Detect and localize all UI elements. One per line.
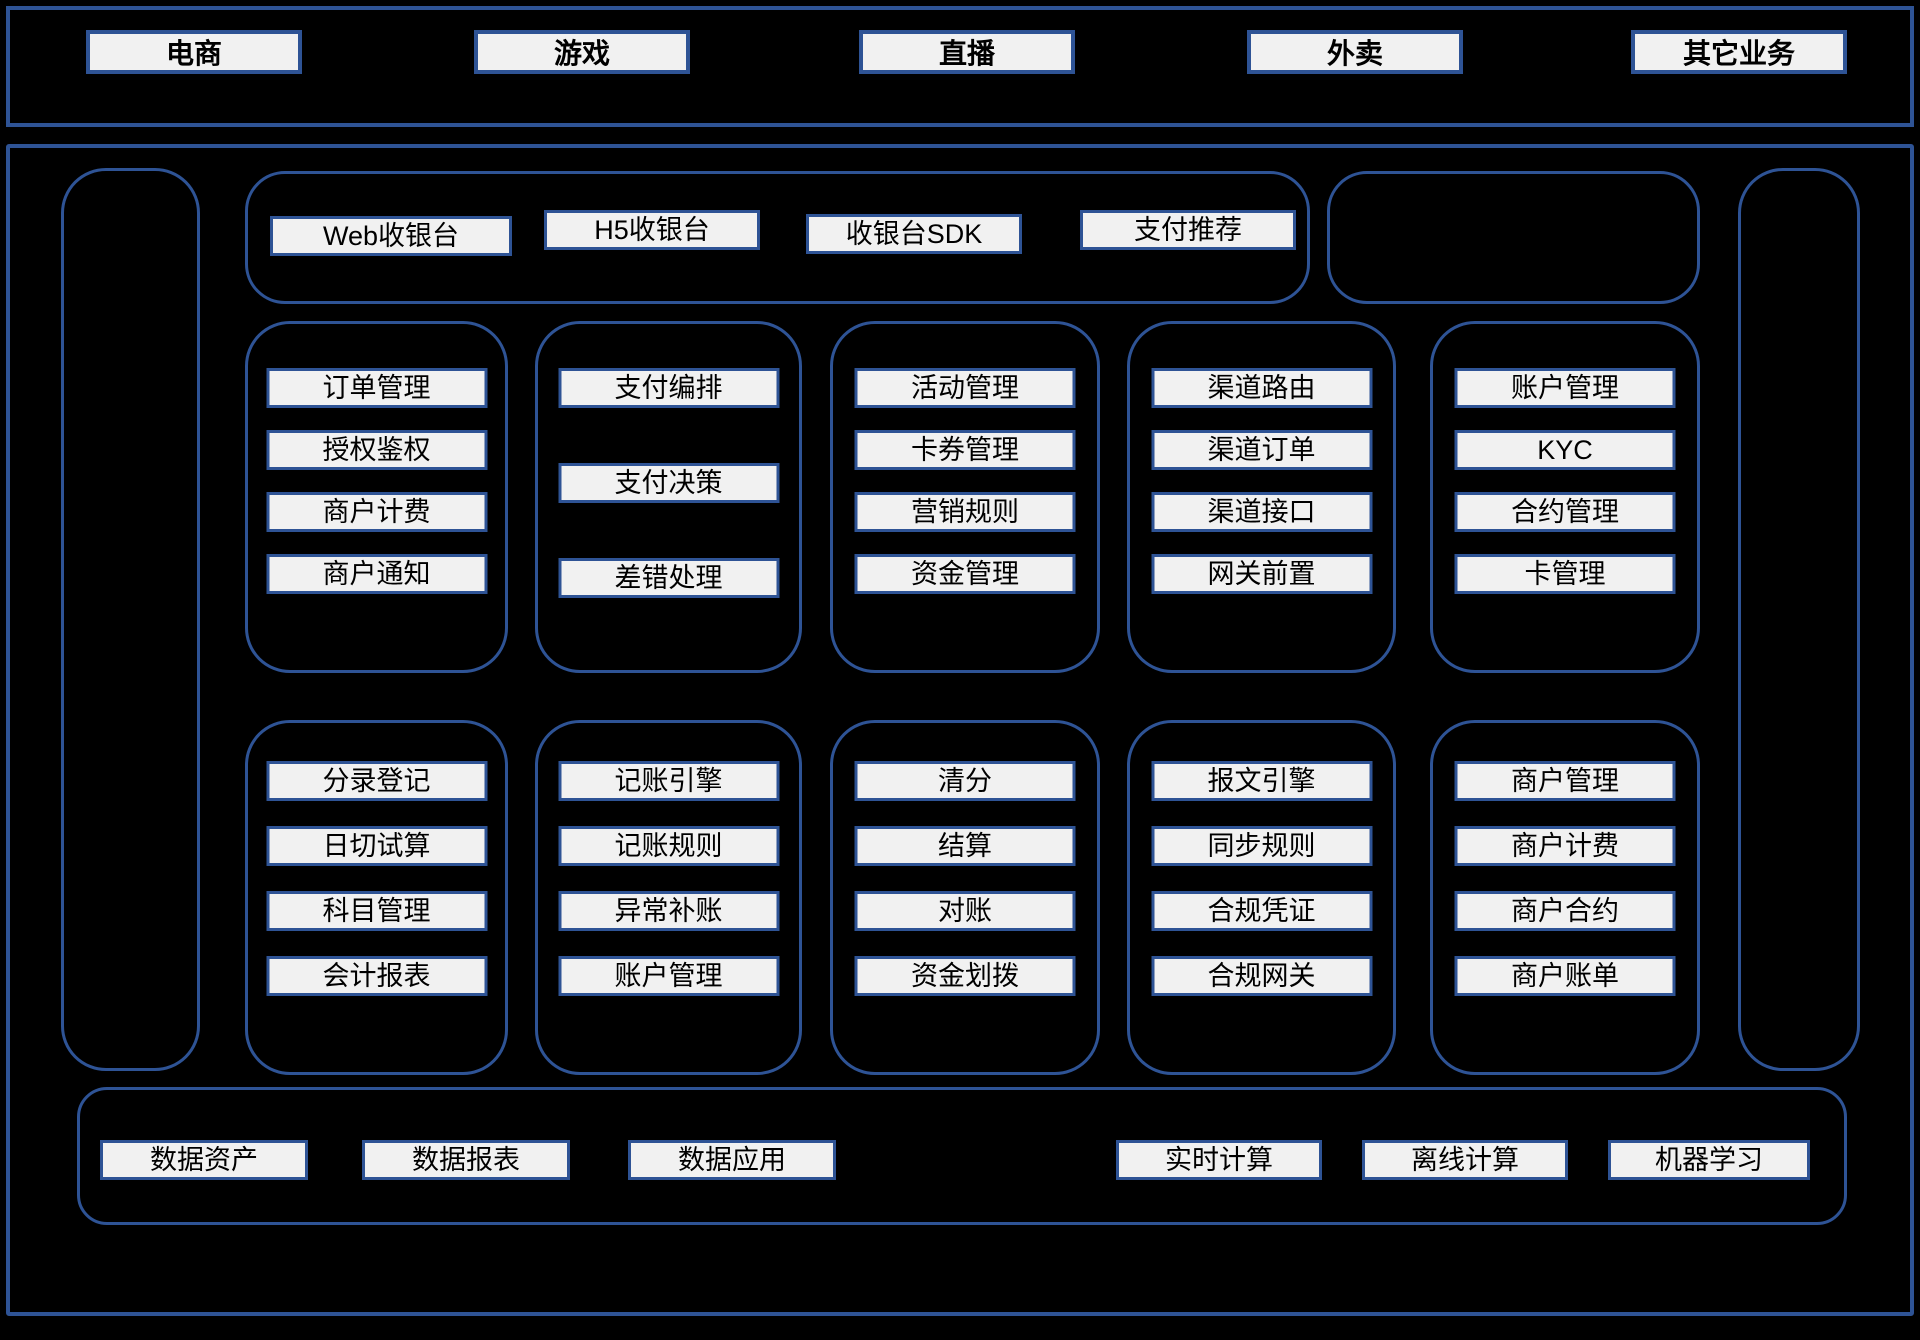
business-box-live-streaming: 直播 <box>859 30 1075 74</box>
payment-group-engine: 支付编排 支付决策 差错处理 <box>535 321 802 673</box>
accounting-group-ledger: 分录登记 日切试算 科目管理 会计报表 <box>245 720 508 1075</box>
business-box-food-delivery: 外卖 <box>1247 30 1463 74</box>
accounting-group-clearing: 清分 结算 对账 资金划拨 <box>830 720 1100 1075</box>
box-merchant-management: 商户管理 <box>1454 761 1676 801</box>
box-merchant-billing-2: 商户计费 <box>1454 826 1676 866</box>
box-reconciliation: 对账 <box>854 891 1076 931</box>
box-sync-rules: 同步规则 <box>1151 826 1372 866</box>
box-accounting-reports: 会计报表 <box>266 956 487 996</box>
payment-group-order: 订单管理 授权鉴权 商户计费 商户通知 <box>245 321 508 673</box>
box-merchant-notification: 商户通知 <box>266 554 487 594</box>
box-daily-cutoff-trial: 日切试算 <box>266 826 487 866</box>
data-layer-band: 数据资产 数据报表 数据应用 实时计算 离线计算 机器学习 <box>77 1087 1847 1225</box>
box-merchant-bill: 商户账单 <box>1454 956 1676 996</box>
payment-group-marketing: 活动管理 卡券管理 营销规则 资金管理 <box>830 321 1100 673</box>
box-channel-routing: 渠道路由 <box>1151 368 1372 408</box>
box-merchant-contract: 商户合约 <box>1454 891 1676 931</box>
box-kyc: KYC <box>1454 430 1676 470</box>
empty-top-right-group <box>1327 171 1700 304</box>
right-pillar <box>1738 168 1860 1071</box>
business-box-other-business: 其它业务 <box>1631 30 1847 74</box>
box-compliance-gateway: 合规网关 <box>1151 956 1372 996</box>
box-data-assets: 数据资产 <box>100 1140 308 1180</box>
accounting-group-bookkeeping: 记账引擎 记账规则 异常补账 账户管理 <box>535 720 802 1075</box>
box-h5-cashier: H5收银台 <box>544 210 760 250</box>
box-data-reports: 数据报表 <box>362 1140 570 1180</box>
box-merchant-billing: 商户计费 <box>266 492 487 532</box>
box-payment-recommendation: 支付推荐 <box>1080 210 1296 250</box>
box-bookkeeping-engine: 记账引擎 <box>558 761 779 801</box>
box-message-engine: 报文引擎 <box>1151 761 1372 801</box>
left-pillar <box>61 168 200 1071</box>
box-payment-orchestration: 支付编排 <box>558 368 779 408</box>
business-box-gaming: 游戏 <box>474 30 690 74</box>
box-channel-order: 渠道订单 <box>1151 430 1372 470</box>
box-web-cashier: Web收银台 <box>270 216 512 256</box>
box-compliance-voucher: 合规凭证 <box>1151 891 1372 931</box>
business-box-ecommerce: 电商 <box>86 30 302 74</box>
box-payment-decision: 支付决策 <box>558 463 779 503</box>
box-channel-interface: 渠道接口 <box>1151 492 1372 532</box>
accounting-group-compliance: 报文引擎 同步规则 合规凭证 合规网关 <box>1127 720 1396 1075</box>
platform-container: Web收银台 H5收银台 收银台SDK 支付推荐 订单管理 授权鉴权 商户计费 … <box>6 144 1914 1316</box>
box-clearing: 清分 <box>854 761 1076 801</box>
box-contract-management: 合约管理 <box>1454 492 1676 532</box>
box-cashier-sdk: 收银台SDK <box>806 214 1022 254</box>
box-account-management: 账户管理 <box>1454 368 1676 408</box>
payment-group-channel: 渠道路由 渠道订单 渠道接口 网关前置 <box>1127 321 1396 673</box>
box-fund-management: 资金管理 <box>854 554 1076 594</box>
box-campaign-management: 活动管理 <box>854 368 1076 408</box>
box-error-handling: 差错处理 <box>558 558 779 598</box>
box-offline-computing: 离线计算 <box>1362 1140 1568 1180</box>
box-coupon-management: 卡券管理 <box>854 430 1076 470</box>
box-order-management: 订单管理 <box>266 368 487 408</box>
box-bookkeeping-rules: 记账规则 <box>558 826 779 866</box>
box-marketing-rules: 营销规则 <box>854 492 1076 532</box>
box-realtime-computing: 实时计算 <box>1116 1140 1322 1180</box>
box-data-applications: 数据应用 <box>628 1140 836 1180</box>
business-layer-band: 电商 游戏 直播 外卖 其它业务 <box>6 6 1914 127</box>
box-auth-verification: 授权鉴权 <box>266 430 487 470</box>
box-card-management: 卡管理 <box>1454 554 1676 594</box>
payment-group-account: 账户管理 KYC 合约管理 卡管理 <box>1430 321 1700 673</box>
box-exception-adjustment: 异常补账 <box>558 891 779 931</box>
box-settlement: 结算 <box>854 826 1076 866</box>
accounting-group-merchant: 商户管理 商户计费 商户合约 商户账单 <box>1430 720 1700 1075</box>
box-subject-management: 科目管理 <box>266 891 487 931</box>
box-gateway-frontend: 网关前置 <box>1151 554 1372 594</box>
box-entry-registration: 分录登记 <box>266 761 487 801</box>
checkout-group: Web收银台 H5收银台 收银台SDK 支付推荐 <box>245 171 1310 304</box>
box-account-management-2: 账户管理 <box>558 956 779 996</box>
box-machine-learning: 机器学习 <box>1608 1140 1810 1180</box>
box-fund-transfer: 资金划拨 <box>854 956 1076 996</box>
